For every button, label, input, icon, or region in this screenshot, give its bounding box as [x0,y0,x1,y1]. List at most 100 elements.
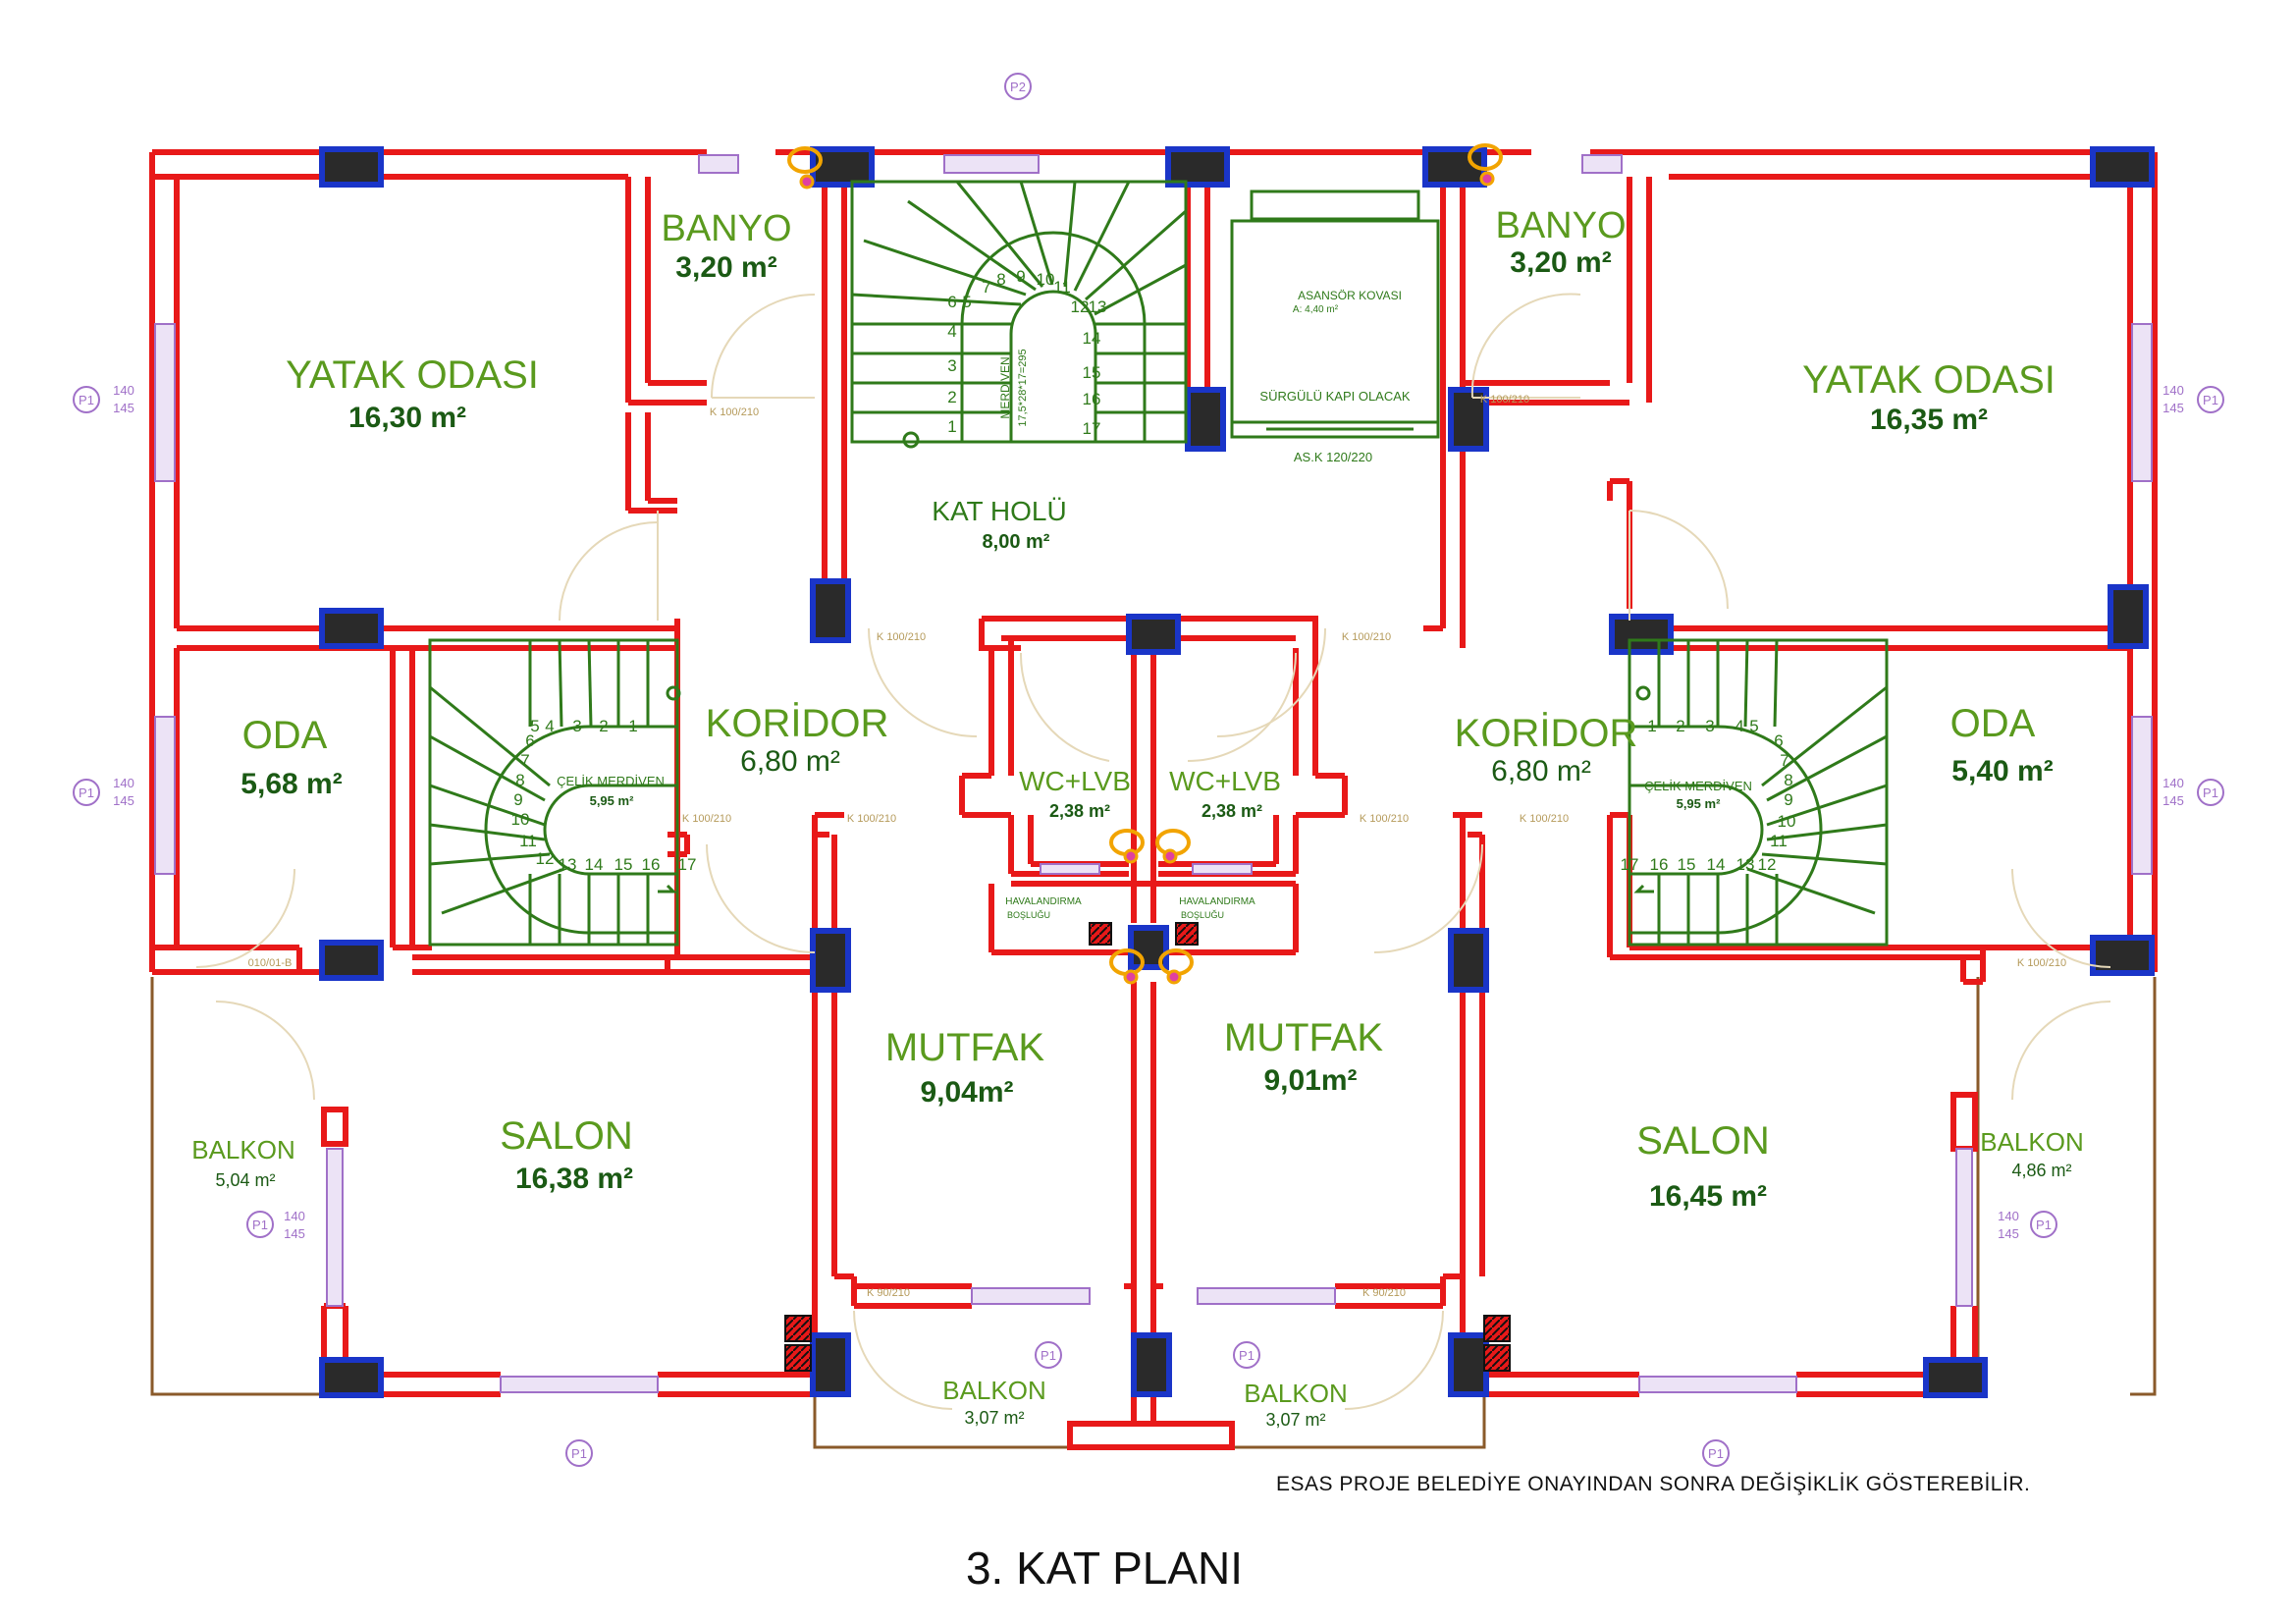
tag-p1: P1 [79,393,94,407]
stair-number: 8 [1784,771,1792,789]
tag-p1: P1 [1041,1348,1056,1363]
asansor-label: ASANSÖR KOVASI [1298,289,1402,302]
dim-145: 145 [113,401,134,415]
dim-140: 140 [284,1209,305,1223]
dim-145: 145 [284,1226,305,1241]
room-area-wc: 2,38 m² [1049,801,1110,821]
merdiven-spec: 17,5*28*17=295 [1017,349,1029,426]
tag-p1: P1 [571,1446,587,1461]
room-name-balkon: BALKON [1244,1379,1348,1408]
room-name-wc: WC+LVB [1019,766,1131,796]
stair-number: 2 [1676,717,1684,735]
stair-number: 14 [585,855,604,874]
celik-merdiven-label: ÇELİK MERDİVEN [1644,779,1752,793]
stair-numbers: 1 2 3 4 5 6 7 8 9 10 11 12 13 14 15 16 1… [511,267,1796,874]
room-area-balkon: 4,86 m² [2011,1161,2071,1180]
installation-markers [787,143,1503,985]
stair-number: 11 [1770,832,1788,850]
stair-number: 7 [520,751,529,770]
structural-columns [319,146,2155,1398]
walls [149,149,2158,1450]
tag-p1: P1 [2203,785,2218,800]
door-label: K 90/210 [1362,1287,1406,1299]
room-name-banyo: BANYO [661,208,791,249]
room-name-mutfak: MUTFAK [885,1026,1045,1069]
dim-145: 145 [2163,401,2184,415]
stair-number: 12 [1071,298,1090,316]
door-label: K 100/210 [1360,813,1409,825]
stair-number: 17 [1083,419,1101,438]
dim-145: 145 [1998,1226,2019,1241]
stair-number: 6 [947,293,956,311]
door-label: K 100/210 [710,406,759,418]
stair-number: 1 [947,417,956,436]
dim-140: 140 [2163,383,2184,398]
door-label: K 100/210 [2017,957,2066,969]
plan-title: 3. KAT PLANI [965,1543,1244,1594]
room-name-yatak: YATAK ODASI [1802,358,2056,402]
tag-p1: P1 [252,1218,268,1232]
havalandirma-label: HAVALANDIRMA [1179,896,1255,907]
room-name-balkon: BALKON [1980,1127,2084,1157]
stair-number: 9 [1784,790,1792,809]
stair-number: 5 [962,293,971,311]
stair-number: 9 [513,790,522,809]
tag-p1: P1 [1708,1446,1724,1461]
stair-number: 4 [947,322,956,341]
stair-number: 16 [1650,855,1669,874]
room-area-koridor: 6,80 m² [1491,755,1591,787]
stair-number: 4 [1735,717,1743,735]
surgulu-label: SÜRGÜLÜ KAPI OLACAK [1259,389,1410,404]
room-name-mutfak: MUTFAK [1224,1016,1384,1059]
stair-number: 15 [1678,855,1696,874]
door-label: K 100/210 [1480,394,1529,406]
disclaimer-note: ESAS PROJE BELEDİYE ONAYINDAN SONRA DEĞİ… [1276,1473,2031,1495]
stair-number: 17 [1621,855,1639,874]
tag-p1: P1 [2203,393,2218,407]
stair-number: 15 [1083,363,1101,382]
stair-number: 13 [1089,298,1107,316]
room-name-wc: WC+LVB [1169,766,1281,796]
stair-number: 16 [642,855,661,874]
tag-p1: P1 [2036,1218,2052,1232]
window-tags [73,73,2224,1467]
door-swings [195,293,2111,1410]
room-name-koridor: KORİDOR [706,701,889,745]
stair-number: 10 [1037,270,1055,289]
tag-p1: P1 [1239,1348,1255,1363]
stair-number: 7 [1780,751,1789,770]
stair-number: 8 [996,270,1005,289]
stair-number: 9 [1016,267,1025,286]
merdiven-label: MERDİVEN [998,356,1012,418]
celik-merdiven-area: 5,95 m² [590,793,634,808]
room-name-koridor: KORİDOR [1455,711,1638,755]
room-area-balkon: 3,07 m² [964,1408,1024,1428]
stair-number: 6 [525,731,534,750]
stair-number: 13 [1736,855,1755,874]
celik-merdiven-area: 5,95 m² [1677,796,1721,811]
room-labels: BANYO 3,20 m² BANYO 3,20 m² YATAK ODASI … [191,205,2084,1430]
stair-number: 10 [1778,812,1796,831]
room-area-banyo: 3,20 m² [675,251,776,284]
bosluk-label: BOŞLUĞU [1181,910,1224,920]
stair-number: 12 [536,849,555,868]
dim-140: 140 [113,383,134,398]
door-label: K 100/210 [1342,631,1391,643]
stair-number: 5 [1749,717,1758,735]
dim-140: 140 [2163,776,2184,790]
stair-number: 17 [678,855,697,874]
room-area-kat-holu: 8,00 m² [983,531,1050,553]
dim-140: 140 [113,776,134,790]
room-name-salon: SALON [500,1114,633,1158]
stair-number: 1 [628,717,637,735]
stair-number: 3 [572,717,581,735]
elevator-shaft [1230,189,1440,439]
room-area-balkon: 3,07 m² [1265,1410,1325,1430]
celik-merdiven-label: ÇELİK MERDİVEN [557,774,665,788]
door-label: K 100/210 [877,631,926,643]
small-annotations: ASANSÖR KOVASI A: 4,40 m² SÜRGÜLÜ KAPI O… [248,289,2066,1299]
room-name-kat-holu: KAT HOLÜ [932,496,1066,526]
room-area-oda: 5,40 m² [1951,755,2053,787]
stair-number: 2 [599,717,608,735]
